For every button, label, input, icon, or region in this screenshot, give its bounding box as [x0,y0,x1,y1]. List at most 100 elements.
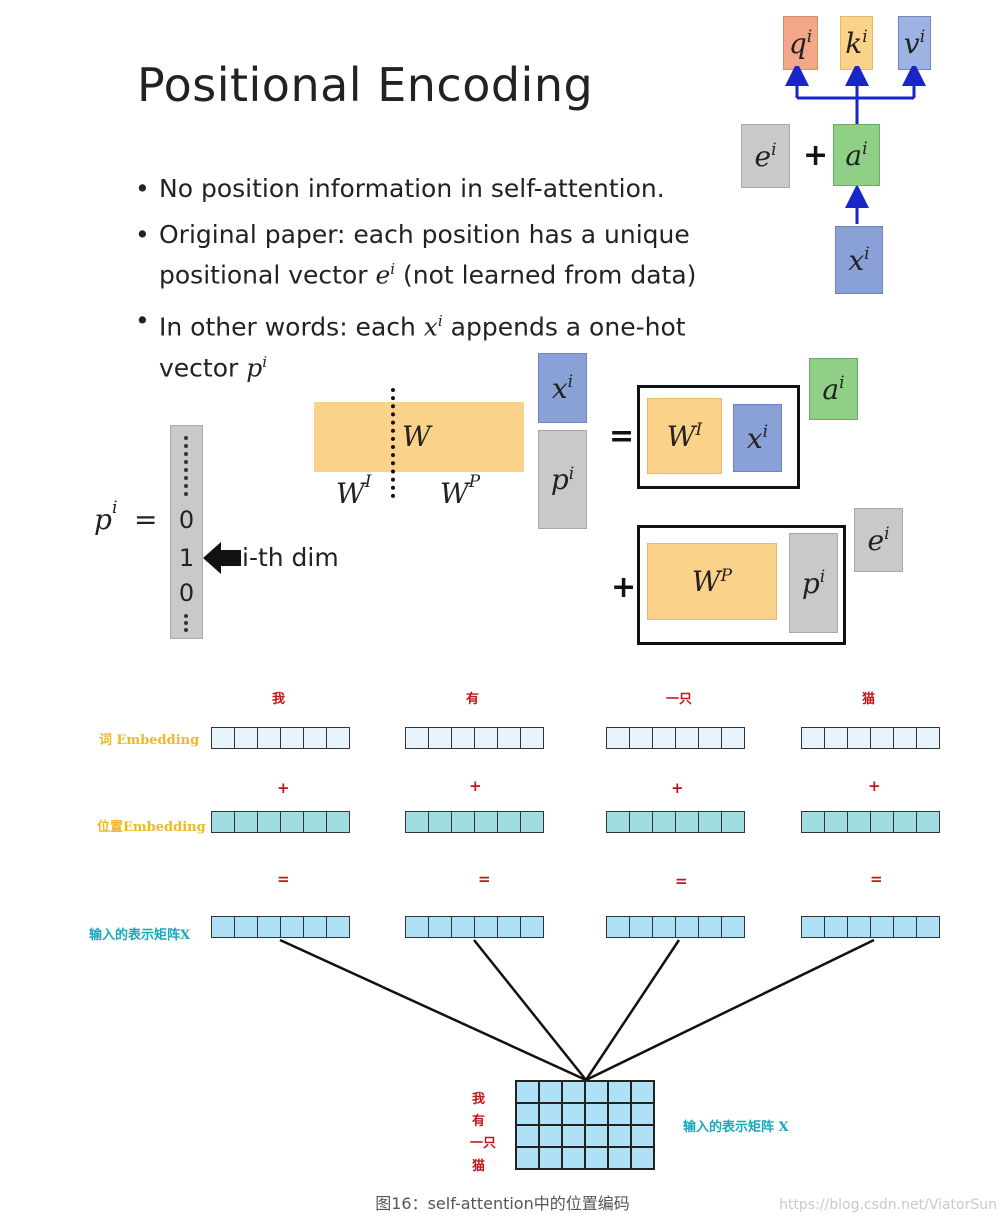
vector-cell [234,727,258,749]
onehot-vector: 0 1 0 [170,425,203,639]
vector-cell [405,916,429,938]
matrix-cell [539,1103,562,1125]
bullet-1: • No position information in self-attent… [135,172,696,206]
vector-cell [520,727,544,749]
vector-cell [721,811,745,833]
vector-cell [451,811,475,833]
vector-cell [629,916,653,938]
vector-cell [474,916,498,938]
word-label-2: 有 [466,692,480,707]
vector-cell [870,811,894,833]
matrix-cell [631,1103,654,1125]
WI-x-frame [637,385,800,489]
onehot-value-0: 0 [178,506,195,534]
plus-1: + [277,779,290,797]
matrix-cell [585,1147,608,1169]
plus-4: + [868,777,881,795]
W-matrix [314,402,524,472]
matrix-cell [516,1125,539,1147]
matrix-cell [585,1103,608,1125]
equals-3: = [675,872,688,890]
vector-cell [721,727,745,749]
vector-cell [824,811,848,833]
bullet-2-line2-pre: positional vector [159,260,376,290]
vector-cell [280,727,304,749]
WI-label: WI [336,471,372,510]
word-embedding-vector-2 [405,727,544,749]
vector-cell [698,811,722,833]
word-embedding-label: 词 Embedding [99,733,200,748]
vector-cell [721,916,745,938]
vector-cell [801,811,825,833]
vector-cell [211,916,235,938]
vector-cell [520,811,544,833]
vector-cell [893,916,917,938]
word-embedding-vector-1 [211,727,350,749]
vector-cell [606,811,630,833]
bullet-2-math: e [375,260,391,290]
bullet-3-math: x [423,312,438,342]
matrix-row-label-2: 有 [472,1114,486,1129]
vector-cell [520,916,544,938]
vector-cell [847,811,871,833]
vector-cell [451,727,475,749]
vector-cell [824,727,848,749]
vector-cell [916,811,940,833]
pi-equals: = [134,503,158,536]
onehot-dots-top [171,432,202,496]
bullet-3-pre: In other words: each [159,312,424,342]
vector-cell [870,727,894,749]
matrix-cell [608,1147,631,1169]
vector-cell [870,916,894,938]
vector-cell [801,916,825,938]
vector-cell [916,916,940,938]
vector-cell [847,727,871,749]
vector-cell [211,727,235,749]
W-label: W [402,420,431,453]
vector-cell [801,727,825,749]
vector-cell [698,916,722,938]
vector-cell [497,727,521,749]
bullet-2-post: (not learned from data) [395,260,697,290]
vector-cell [497,916,521,938]
onehot-value-1: 1 [178,544,195,572]
vector-cell [428,727,452,749]
vector-cell [303,916,327,938]
matrix-cell [539,1081,562,1103]
bullet-3-line2-pre: vector [159,352,247,382]
vector-cell [405,727,429,749]
matrix-cell [608,1103,631,1125]
vector-cell [280,916,304,938]
vector-cell [629,727,653,749]
input-vector-4 [801,916,940,938]
vector-cell [326,727,350,749]
vector-cell [824,916,848,938]
matrix-cell [562,1081,585,1103]
equals-sign: = [609,419,635,454]
vector-cell [474,727,498,749]
bullet-3-post: appends a one-hot [442,312,686,342]
matrix-row-label-3: 一只 [470,1136,497,1151]
vector-cell [916,727,940,749]
vector-cell [606,727,630,749]
matrix-cell [585,1125,608,1147]
vector-cell [893,727,917,749]
matrix-cell [516,1103,539,1125]
vector-cell [326,811,350,833]
arrow-left-icon [203,542,241,574]
input-vector-2 [405,916,544,938]
bullet-2: • Original paper: each position has a un… [135,218,696,292]
vector-cell [280,811,304,833]
input-vector-3 [606,916,745,938]
vector-cell [405,811,429,833]
vector-cell [257,811,281,833]
watermark-url: https://blog.csdn.net/ViatorSun [779,1197,997,1213]
vector-cell [893,811,917,833]
equals-4: = [870,870,883,888]
